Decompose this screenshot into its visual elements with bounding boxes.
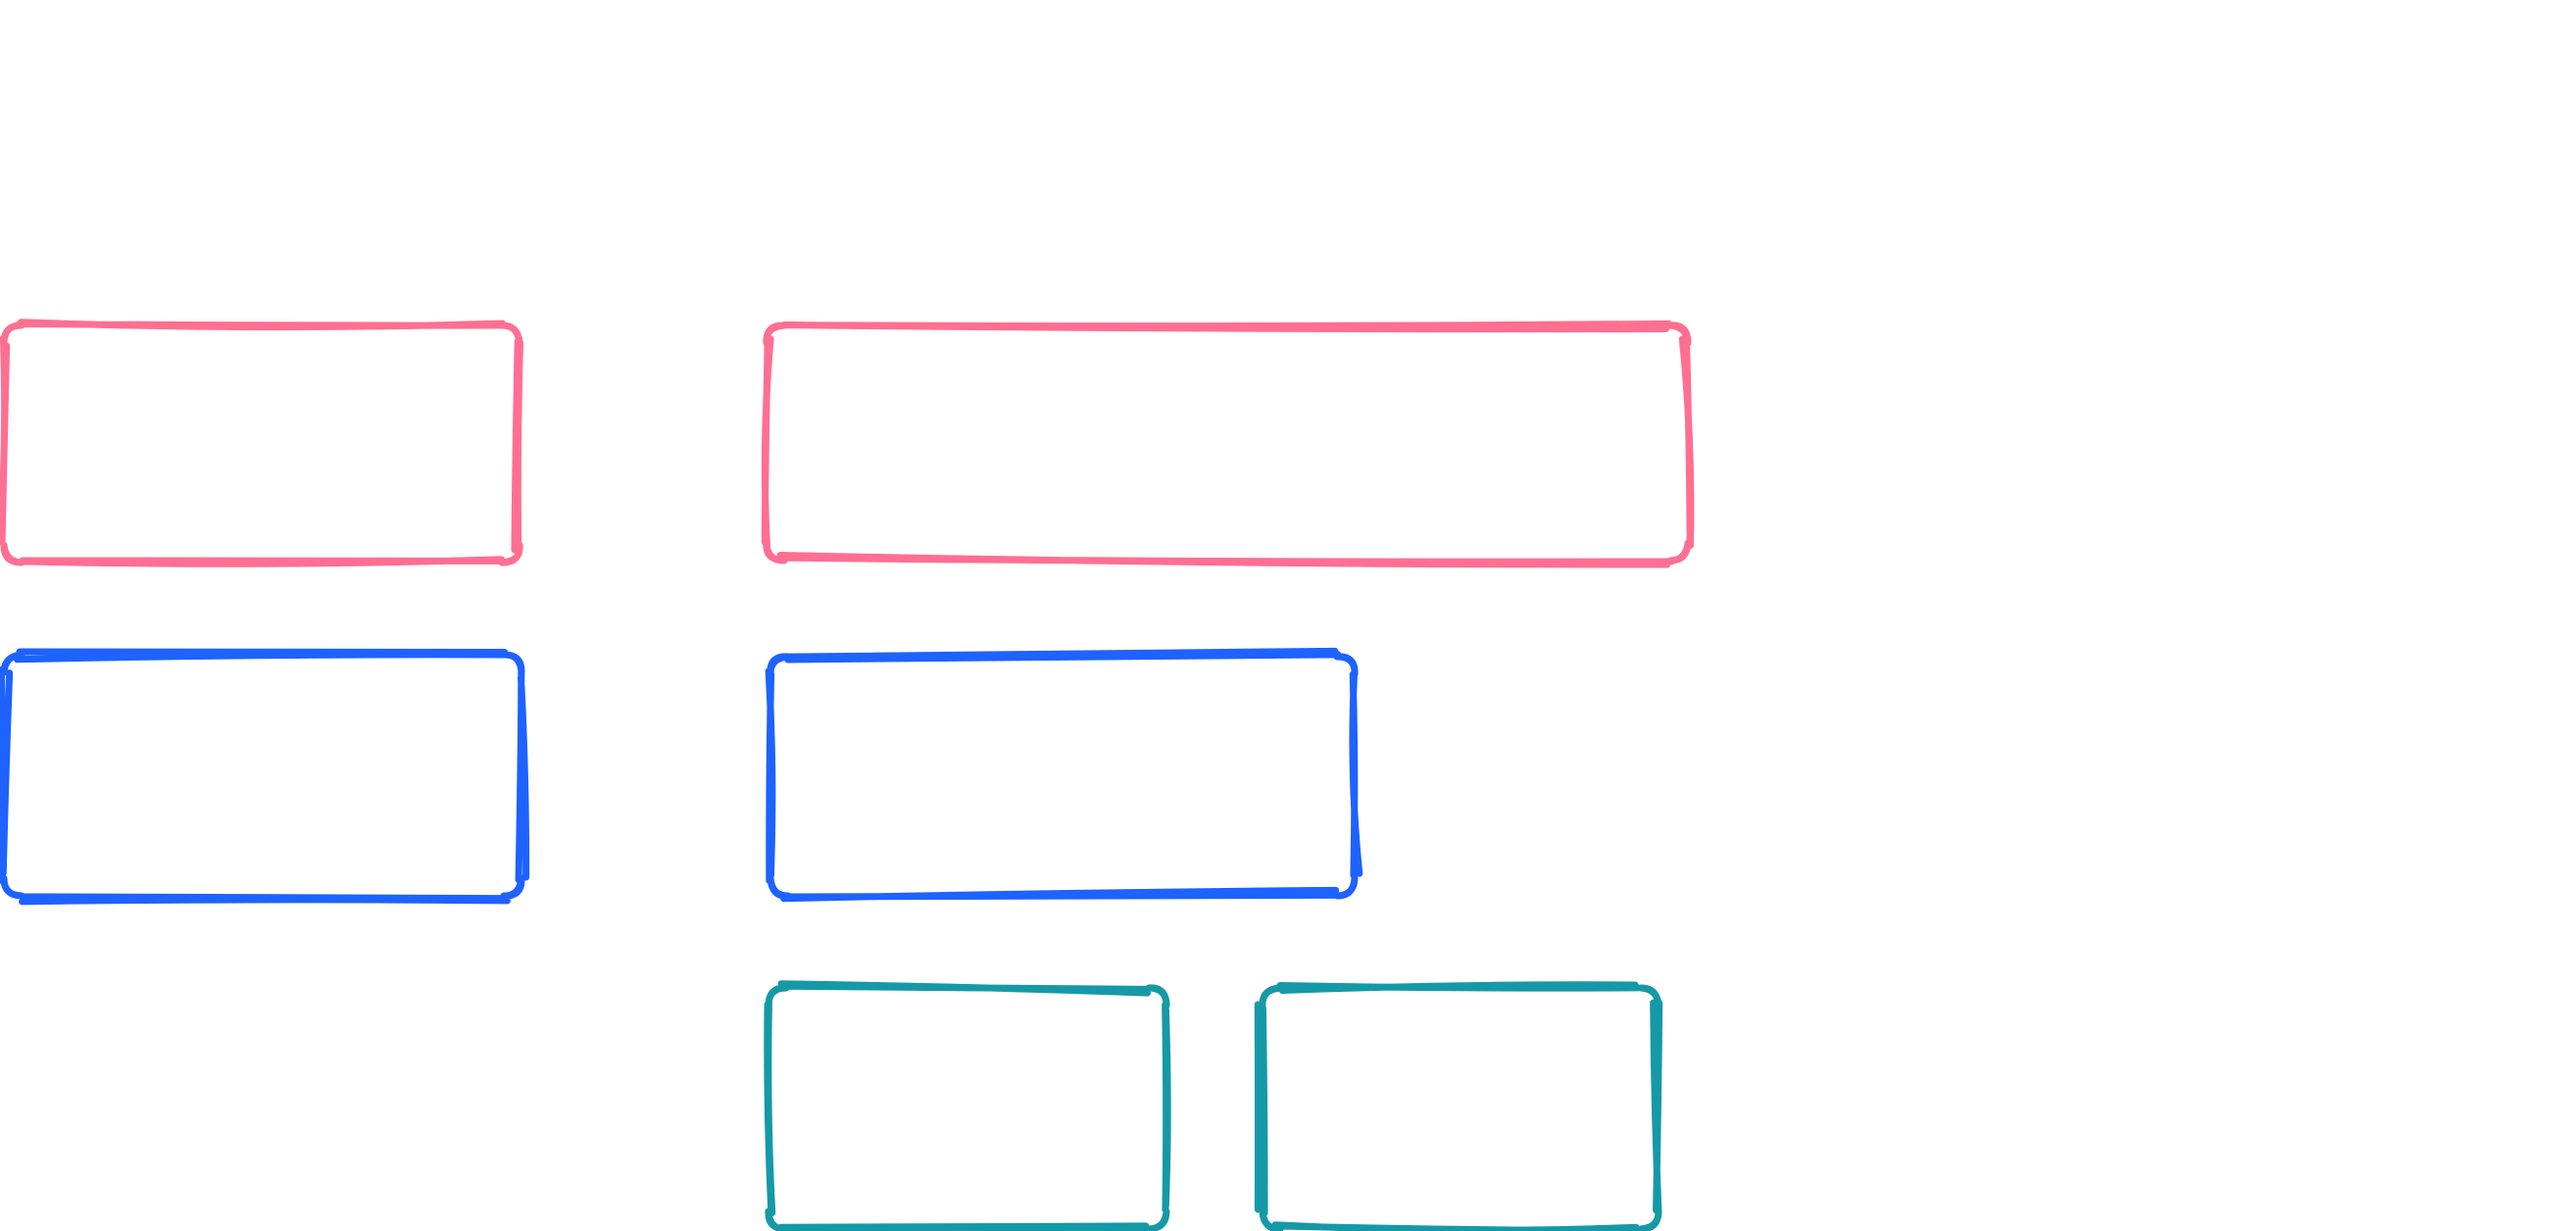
blue-box-1[interactable] (0, 648, 530, 906)
teal-box-2[interactable] (1254, 981, 1663, 1231)
blue-box-2[interactable] (765, 647, 1363, 903)
teal-box-1-outline (764, 980, 1171, 1231)
pink-box-2[interactable] (761, 320, 1695, 568)
blue-box-2-outline (765, 647, 1363, 903)
pink-box-1-outline (0, 319, 524, 567)
teal-box-2-outline (1254, 981, 1663, 1231)
teal-box-1[interactable] (764, 980, 1171, 1231)
pink-box-1[interactable] (0, 319, 524, 567)
pink-box-2-outline (761, 320, 1695, 568)
blue-box-1-outline (0, 648, 530, 906)
